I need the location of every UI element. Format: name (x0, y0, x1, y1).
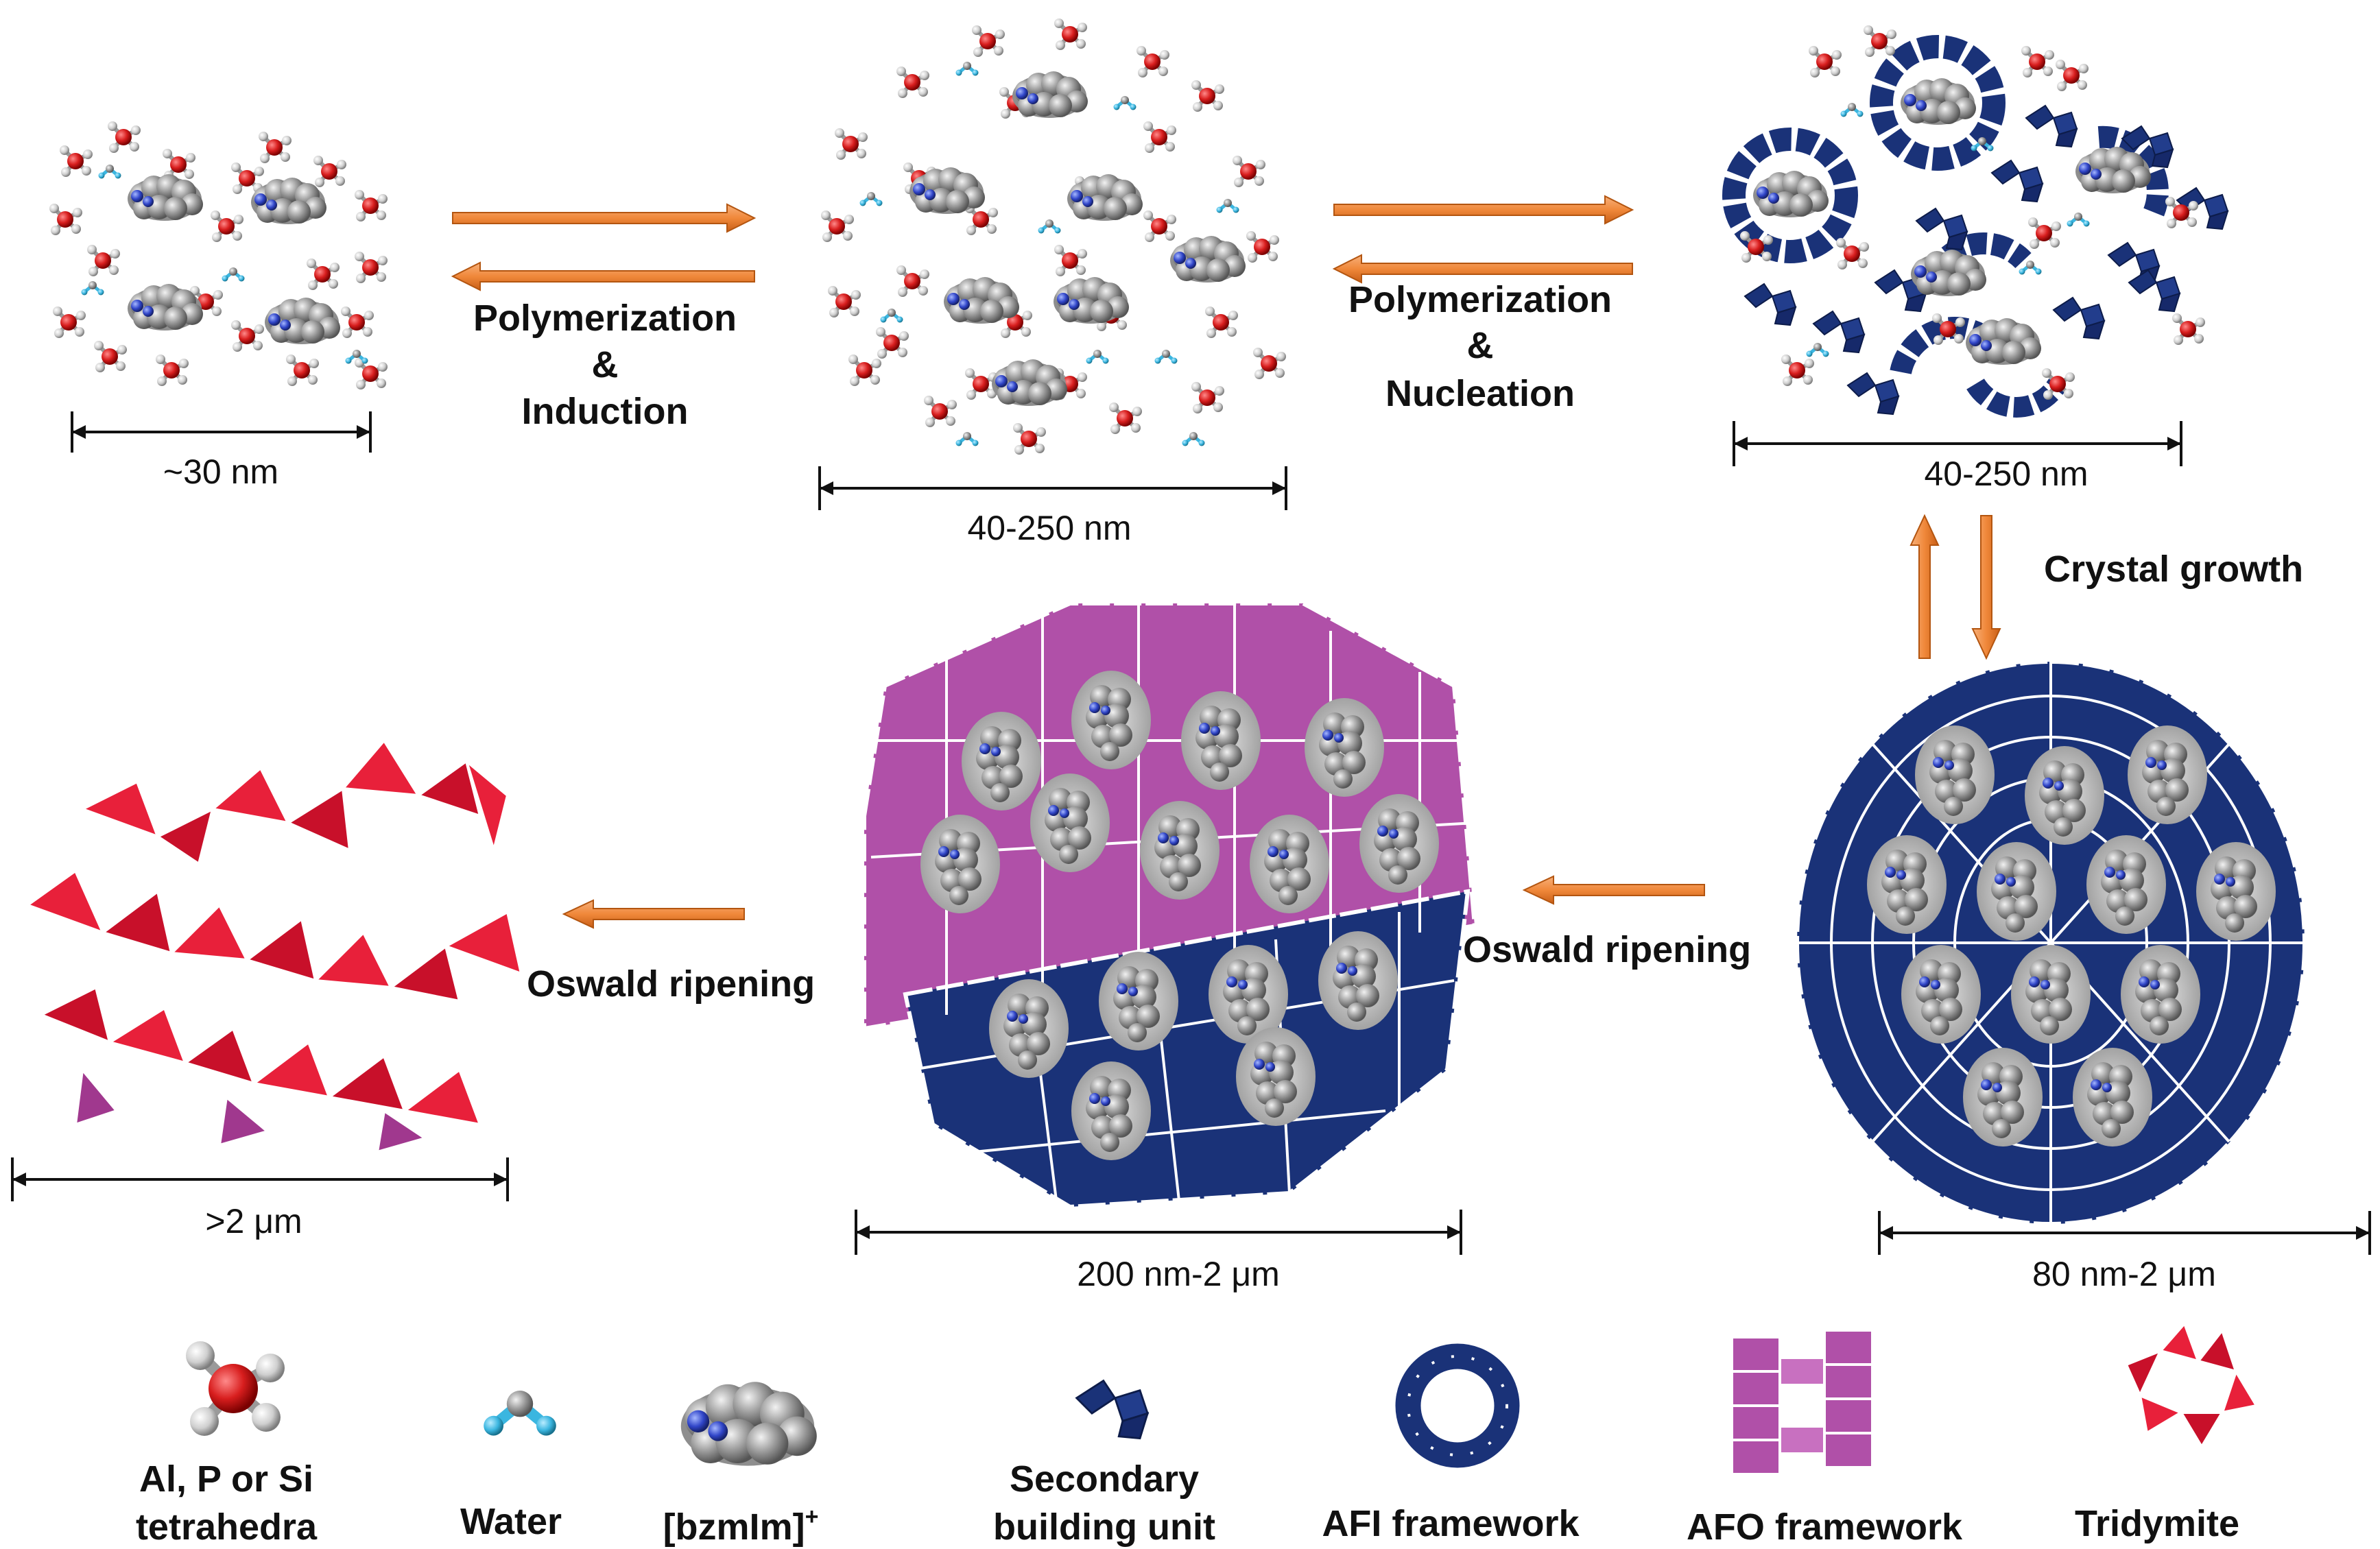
legend: Al, P or Si tetrahedra Water [bzmIm]+ Se… (136, 1321, 2259, 1548)
legend-water: Water (460, 1391, 562, 1542)
bzmim-template-icon (680, 1382, 817, 1466)
induction-text: Induction (522, 391, 689, 432)
stage-3-nucleation-cluster (1722, 25, 2228, 418)
oswald-ripening-label-1: Oswald ripening (1463, 929, 1751, 970)
secondary-building-unit-icon (1075, 1380, 1149, 1440)
stage-4-dimension: 80 nm-2 μm (1878, 1211, 2371, 1293)
arrow-2-label: Polymerization & Nucleation (1348, 279, 1612, 414)
stage-3-building-units (1744, 105, 2228, 415)
polymerization-text-1: Polymerization (473, 298, 737, 339)
afi-label: AFI framework (1322, 1503, 1580, 1544)
stage-5-afo-afi-transition (862, 601, 1477, 1210)
tetrahedra-label-line1: Al, P or Si (139, 1458, 313, 1500)
water-label: Water (460, 1501, 562, 1542)
ampersand-text-1: & (592, 344, 619, 385)
oswald-ripening-label-2: Oswald ripening (527, 963, 815, 1005)
left-arrow-2 (562, 899, 745, 929)
stage-4-framework-tiles (1797, 662, 2305, 1224)
stage-6-size-label: >2 μm (205, 1202, 302, 1240)
sbu-label-line1: Secondary (1010, 1458, 1199, 1500)
water-molecule-icon (484, 1391, 556, 1436)
stage-1-tetrahedra-molecules (49, 121, 388, 389)
equilibrium-arrow-2 (1332, 195, 1634, 284)
stage-2-template-molecules (909, 71, 1246, 406)
afi-framework-icon (1393, 1341, 1522, 1470)
tridymite-icon (2124, 1321, 2259, 1450)
stage-5-dimension: 200 nm-2 μm (855, 1210, 1462, 1293)
stage-4-afi-crystal (1795, 660, 2307, 1226)
stage-4-size-label: 80 nm-2 μm (2032, 1255, 2216, 1293)
legend-sbu: Secondary building unit (993, 1380, 1215, 1548)
stage-2-size-label: 40-250 nm (967, 509, 1131, 547)
nucleation-text: Nucleation (1385, 373, 1575, 414)
stage-5-size-label: 200 nm-2 μm (1077, 1255, 1280, 1293)
left-arrow-1 (1522, 875, 1705, 905)
sbu-label-line2: building unit (993, 1506, 1215, 1548)
stage-1-dimension: ~30 nm (71, 411, 372, 491)
afo-framework-icon (1730, 1329, 1874, 1476)
stage-2-dimension: 40-250 nm (818, 466, 1287, 547)
tridymite-label: Tridymite (2075, 1503, 2239, 1544)
legend-template: [bzmIm]+ (663, 1382, 819, 1548)
stage-6-tridymite (24, 738, 523, 1154)
legend-tridymite: Tridymite (2075, 1321, 2259, 1544)
tetrahedra-icon (186, 1341, 285, 1436)
stage-3-size-label: 40-250 nm (1924, 455, 2088, 493)
stage-6-dimension: >2 μm (11, 1157, 509, 1240)
equilibrium-arrow-1 (451, 203, 757, 291)
stage-1-size-label: ~30 nm (163, 453, 278, 491)
legend-afi: AFI framework (1322, 1341, 1580, 1544)
crystal-growth-label: Crystal growth (2044, 549, 2303, 590)
template-label: [bzmIm]+ (663, 1504, 819, 1548)
legend-tetrahedra: Al, P or Si tetrahedra (136, 1341, 318, 1548)
stage-1-precursor-cluster (49, 121, 388, 389)
stage-3-dimension: 40-250 nm (1733, 421, 2182, 493)
stage-1-template-molecules (128, 174, 340, 344)
ampersand-text-2: & (1467, 325, 1494, 366)
equilibrium-arrow-vertical (1909, 514, 2001, 660)
polymerization-text-2: Polymerization (1348, 279, 1612, 320)
tetrahedra-label-line2: tetrahedra (136, 1506, 318, 1548)
legend-afo: AFO framework (1687, 1329, 1963, 1548)
arrow-1-label: Polymerization & Induction (473, 298, 737, 432)
stage-2-amorphous-aggregate (821, 19, 1286, 455)
afo-label: AFO framework (1687, 1506, 1963, 1548)
